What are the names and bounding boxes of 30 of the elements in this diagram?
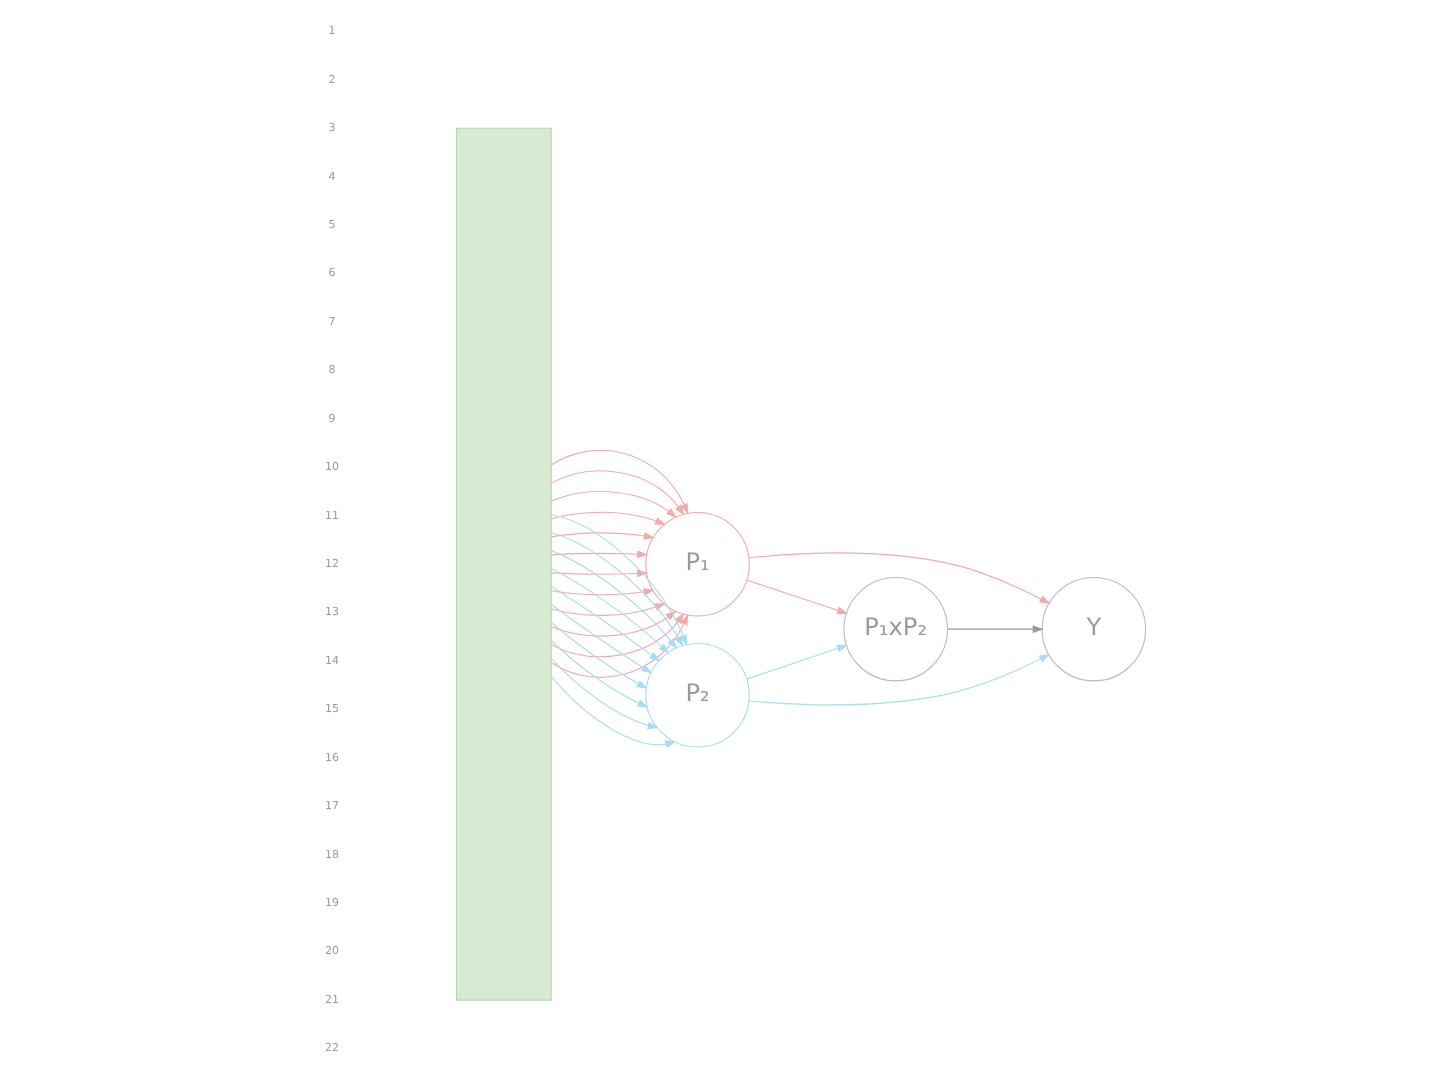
node-box: [455, 127, 552, 1001]
arrow: [947, 625, 1044, 633]
arrow: [550, 604, 653, 674]
arrow: [748, 552, 1051, 605]
arrow: [550, 588, 655, 596]
arrow: [550, 491, 678, 518]
arrow: [550, 470, 685, 516]
arrow: [550, 613, 689, 678]
arrow: [550, 532, 655, 540]
arrow: [550, 622, 648, 689]
arrow: [746, 644, 848, 680]
arrow: [550, 550, 649, 559]
arrow: [550, 449, 689, 515]
arrow: [550, 610, 677, 637]
arrow: [550, 568, 670, 654]
arrow: [550, 675, 677, 748]
arrow: [550, 612, 685, 658]
arrow: [550, 586, 661, 662]
arrow: [550, 514, 688, 647]
arrow: [550, 532, 684, 647]
arrow: [746, 579, 848, 614]
node-circle: P₁xP₂: [843, 576, 948, 682]
node-circle: Y: [1041, 576, 1147, 682]
arrow: [550, 639, 649, 708]
arrow: [550, 550, 678, 650]
arrow: [550, 657, 659, 730]
arrow: [550, 603, 666, 616]
arrow: [550, 569, 649, 578]
arrow: [550, 511, 667, 525]
arrow: [748, 653, 1051, 706]
